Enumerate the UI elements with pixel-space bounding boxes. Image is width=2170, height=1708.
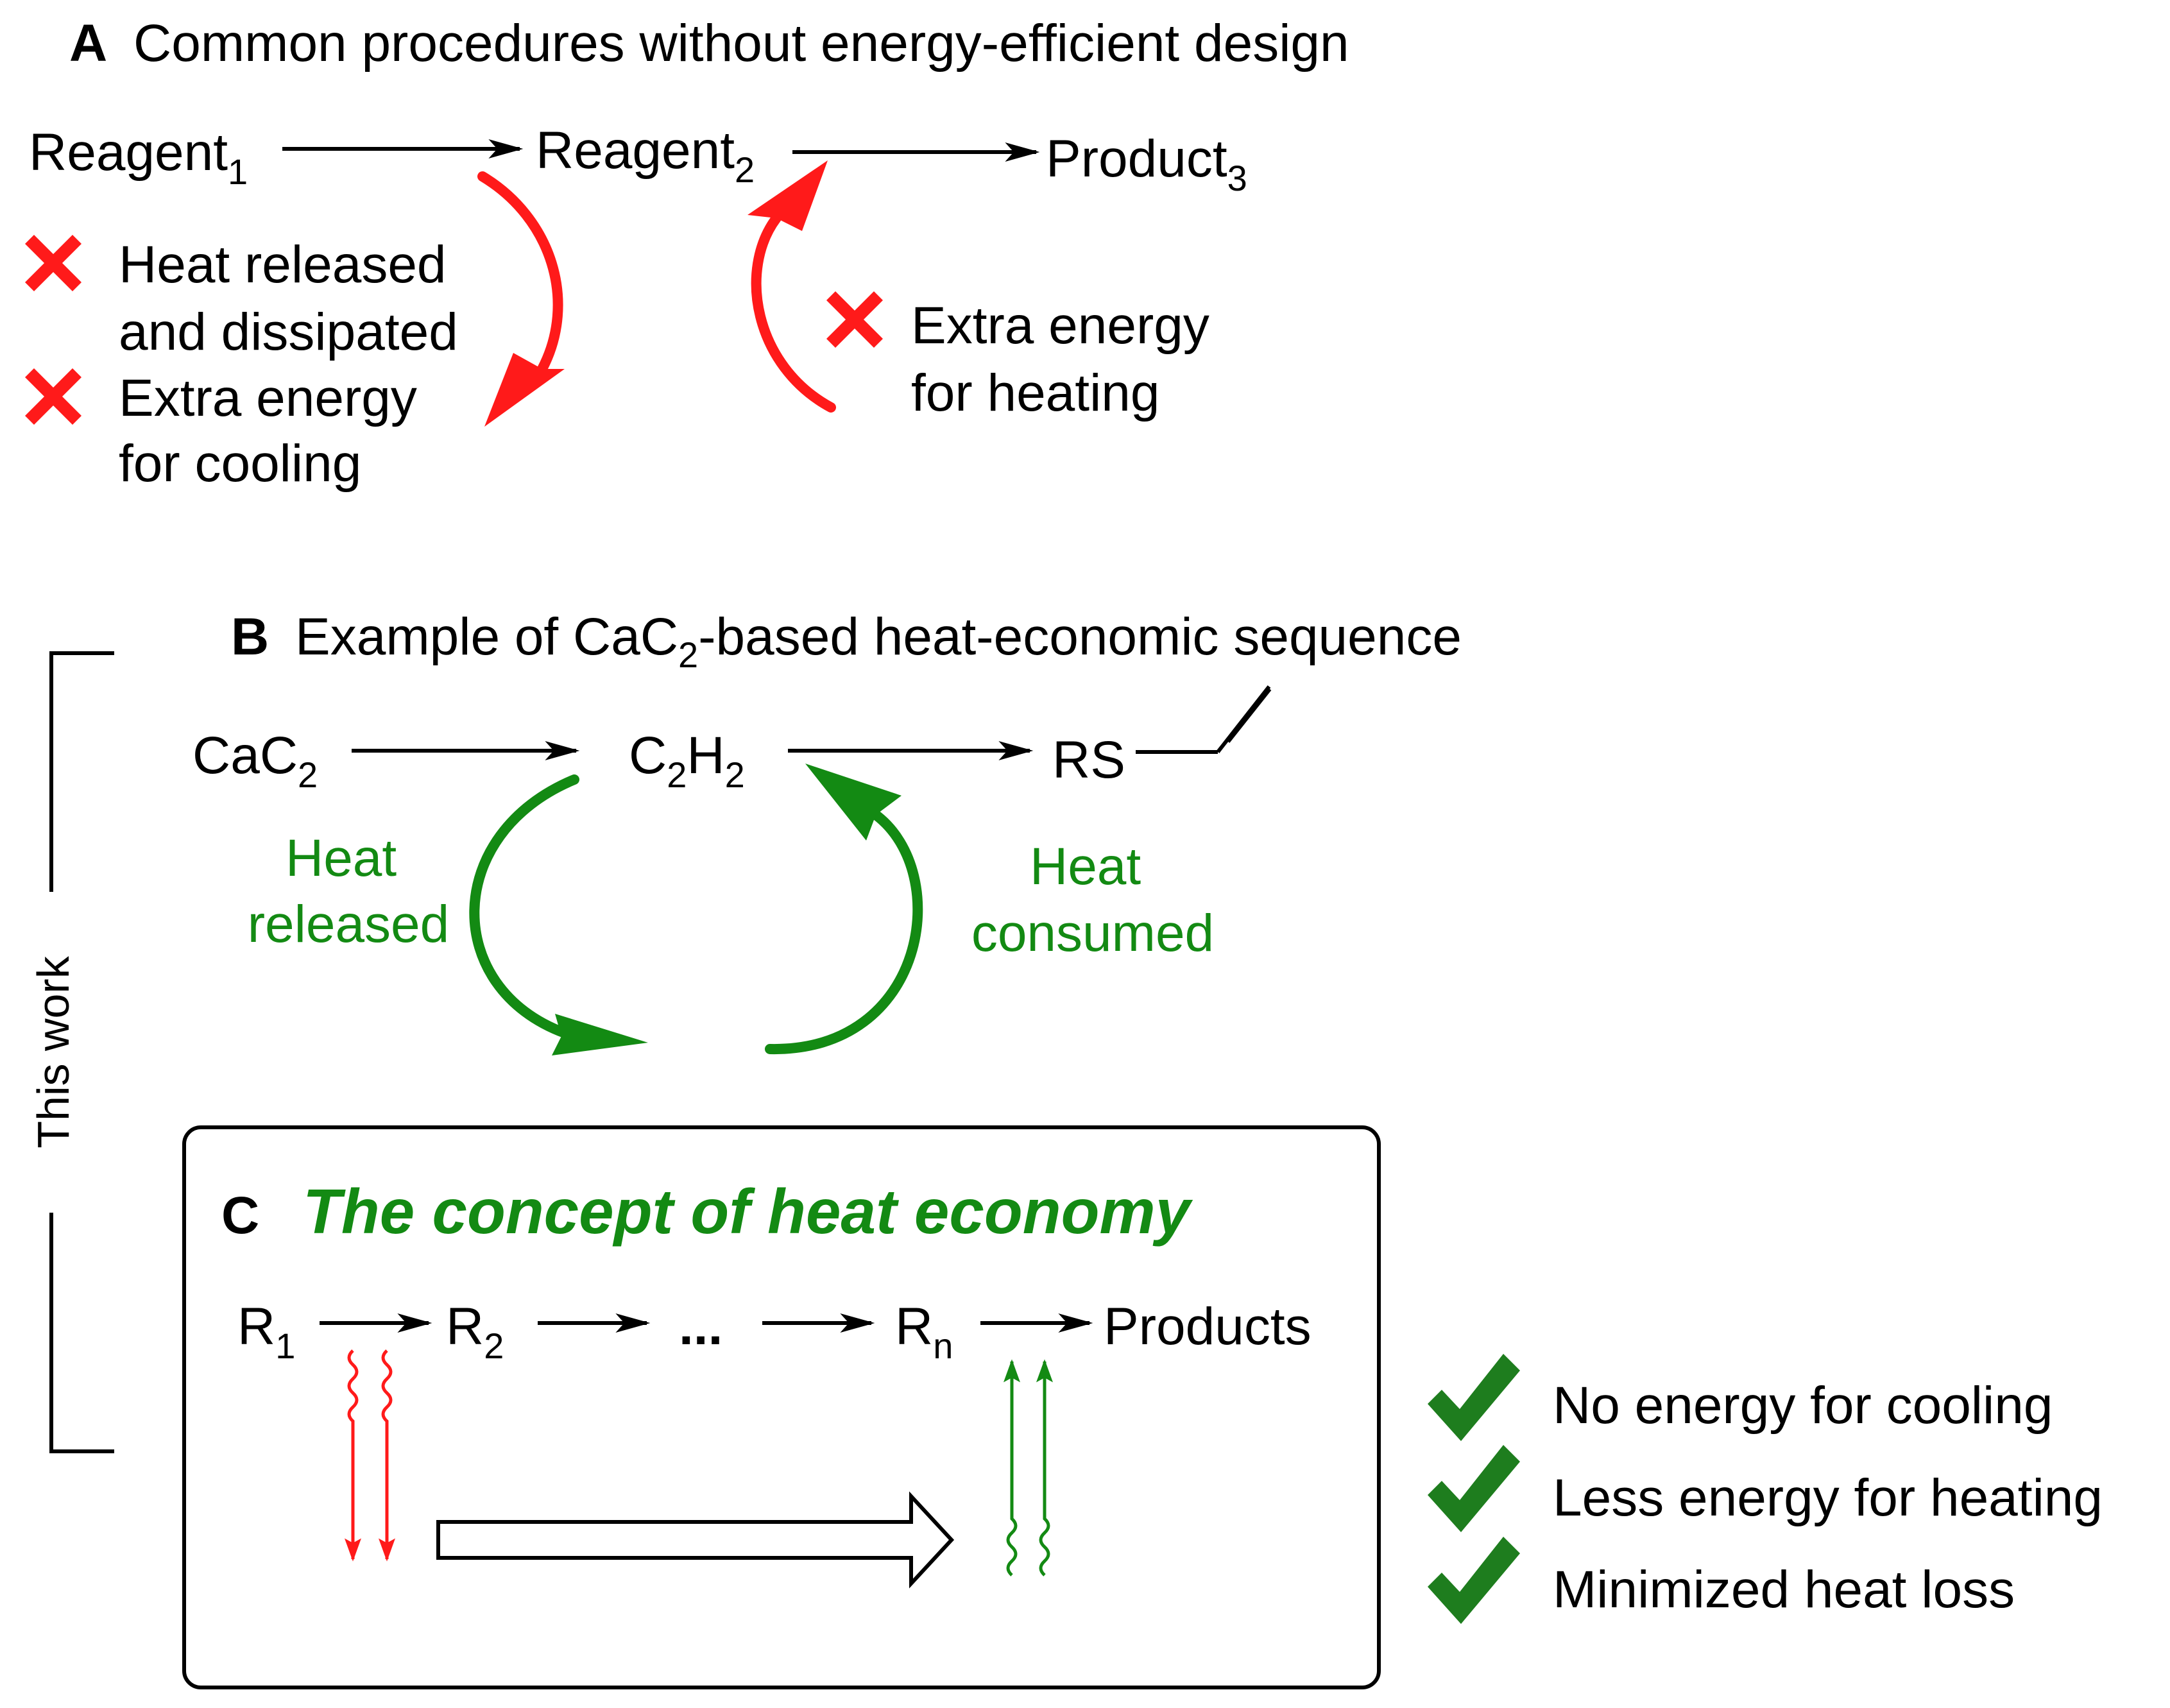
c2h2-c: C: [629, 726, 667, 785]
panel-b-title-post: -based heat-economic sequence: [698, 608, 1462, 666]
c2h2-h: H: [687, 726, 724, 785]
panel-b-title-sub: 2: [678, 635, 698, 675]
cac2-base: CaC: [192, 726, 298, 785]
r2-base: R: [446, 1297, 484, 1356]
this-work-bracket: This work: [28, 651, 114, 1453]
green-arrowhead-consumed: [805, 764, 901, 841]
reagent1-sub: 1: [228, 151, 248, 192]
bracket-top: [49, 651, 114, 892]
products-label: Products: [1104, 1297, 1311, 1356]
red-arrowhead-release: [484, 353, 565, 427]
benefit-no-cooling: No energy for cooling: [1553, 1376, 2053, 1435]
green-wavy-arrow-right: [1036, 1359, 1053, 1576]
note-heat-released-line2: and dissipated: [119, 303, 458, 361]
rn-base: R: [895, 1297, 933, 1356]
heat-release-arrows: [345, 1349, 395, 1562]
green-wavy-arrow-left: [1004, 1359, 1020, 1576]
green-arrowhead-release: [552, 1014, 648, 1055]
note-extra-cooling: Extra energy for cooling: [119, 369, 432, 493]
red-wavy-arrow-left: [345, 1349, 361, 1562]
panel-c: C The concept of heat economy R1 R2 ... …: [182, 1125, 1381, 1689]
red-curved-arrow-heating: [751, 213, 836, 413]
note-extra-heating-line2: for heating: [911, 364, 1160, 422]
panel-b-letter: B: [231, 608, 269, 666]
note-extra-cooling-line2: for cooling: [119, 434, 361, 493]
panel-b: B Example of CaC2-based heat-economic se…: [192, 608, 1462, 1055]
heat-released-label: Heat released: [248, 829, 450, 953]
heat-consumption-arrows: [1004, 1359, 1053, 1576]
bracket-bottom: [49, 1213, 114, 1453]
red-curved-arrow-release: [477, 171, 563, 374]
c2h2-sub2: 2: [725, 755, 745, 795]
green-curved-arrow-consumed: [765, 810, 923, 1055]
reagent1-base: Reagent: [29, 123, 228, 182]
note-heat-released: Heat released and dissipated: [119, 235, 461, 361]
checkmark-icon: [1428, 1354, 1520, 1441]
panel-a-title: A Common procedures without energy-effic…: [69, 14, 1349, 73]
heat-transfer-hollow-arrow: [436, 1491, 955, 1589]
note-extra-heating-line1: Extra energy: [911, 296, 1209, 355]
green-curved-arrow-release: [469, 774, 579, 1038]
benefits-list: No energy for cooling Less energy for he…: [1428, 1354, 2103, 1624]
heat-consumed-line1: Heat: [1030, 837, 1141, 896]
benefit-minimized-loss: Minimized heat loss: [1553, 1560, 2015, 1619]
panel-a: A Common procedures without energy-effic…: [25, 14, 1349, 493]
note-extra-cooling-line1: Extra energy: [119, 369, 417, 427]
cac2-label: CaC2: [192, 726, 318, 795]
note-extra-heating: Extra energy for heating: [911, 296, 1224, 422]
product3-label: Product3: [1046, 130, 1247, 198]
panel-a-title-text: Common procedures without energy-efficie…: [133, 14, 1349, 73]
rn-label: Rn: [895, 1297, 953, 1366]
note-heat-released-line1: Heat released: [119, 235, 447, 294]
checkmark-icon: [1428, 1445, 1520, 1532]
r2-label: R2: [446, 1297, 504, 1366]
heat-consumed-label: Heat consumed: [971, 837, 1214, 962]
reagent2-label: Reagent2: [536, 121, 755, 190]
panel-b-title: B Example of CaC2-based heat-economic se…: [231, 608, 1462, 675]
heat-consumed-line2: consumed: [971, 904, 1214, 962]
ellipsis-label: ...: [679, 1297, 722, 1356]
r2-sub: 2: [484, 1326, 504, 1366]
red-arrowhead-heating: [748, 160, 828, 231]
reagent2-sub: 2: [735, 149, 755, 190]
rn-sub: n: [933, 1326, 953, 1366]
panel-a-letter: A: [69, 14, 107, 73]
heat-released-line1: Heat: [286, 829, 397, 887]
c2h2-label: C2H2: [629, 726, 745, 795]
product3-sub: 3: [1227, 158, 1247, 198]
vinyl-bond-drawing: [1136, 685, 1272, 754]
cross-icon: [826, 291, 883, 348]
cac2-sub: 2: [298, 755, 318, 795]
reagent2-base: Reagent: [536, 121, 735, 180]
this-work-label: This work: [28, 955, 78, 1148]
cross-icon: [25, 368, 81, 425]
product3-base: Product: [1046, 130, 1227, 188]
checkmark-icon: [1428, 1537, 1520, 1624]
panel-c-title: The concept of heat economy: [303, 1176, 1193, 1247]
rs-label: RS: [1052, 731, 1125, 789]
r1-label: R1: [237, 1297, 295, 1366]
cross-icon: [25, 235, 81, 291]
red-wavy-arrow-right: [379, 1349, 395, 1562]
panel-c-letter: C: [221, 1186, 259, 1245]
reagent1-label: Reagent1: [29, 123, 248, 192]
c2h2-sub1: 2: [667, 755, 687, 795]
benefit-less-heating: Less energy for heating: [1553, 1469, 2103, 1527]
panel-b-title-pre: Example of CaC: [295, 608, 678, 666]
r1-sub: 1: [275, 1326, 295, 1366]
heat-released-line2: released: [248, 895, 450, 953]
r1-base: R: [237, 1297, 275, 1356]
